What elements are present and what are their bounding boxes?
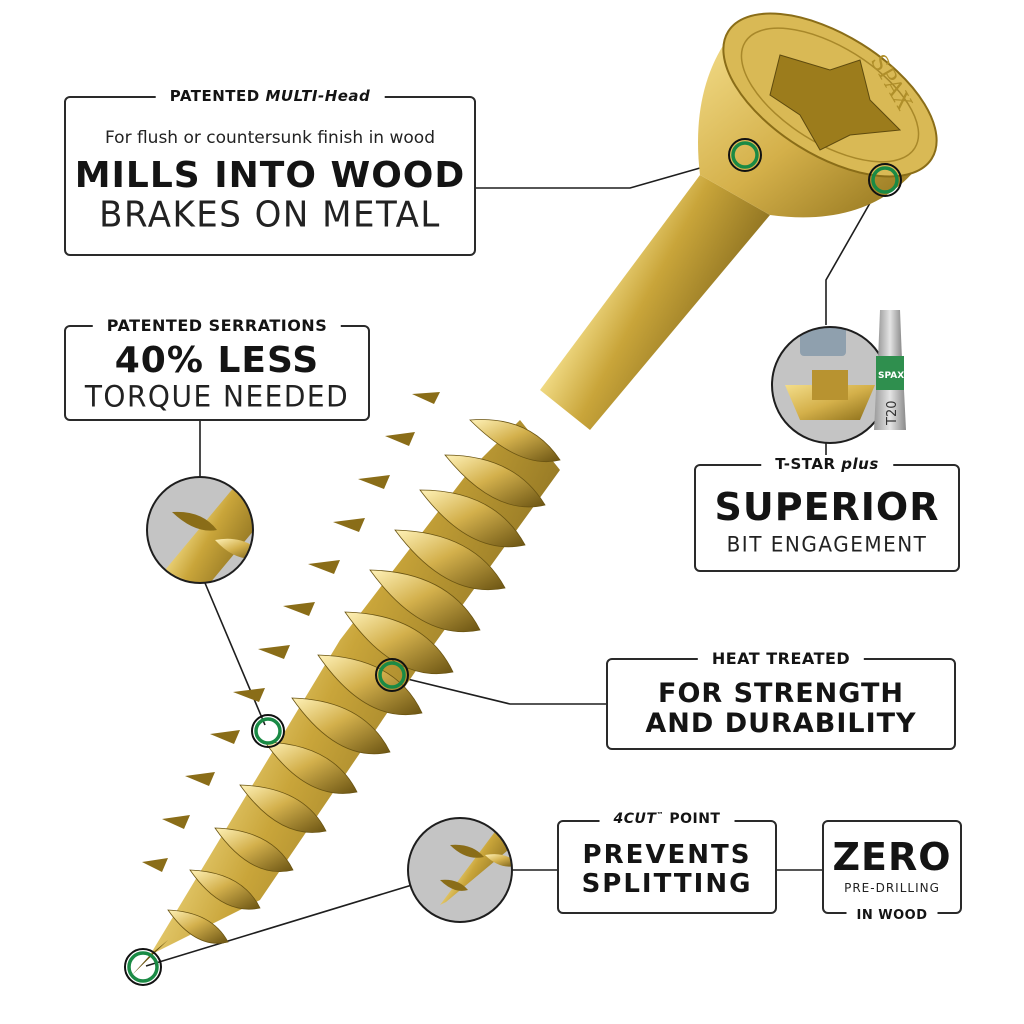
- callout-tag: 4CUT™ POINT: [599, 811, 735, 827]
- callout-secondary: BIT ENGAGEMENT: [726, 531, 928, 557]
- callout-headline: 40% LESS: [114, 340, 320, 381]
- callout-heat-treated: HEAT TREATED FOR STRENGTH AND DURABILITY: [606, 649, 956, 750]
- svg-text:SPAX: SPAX: [878, 371, 904, 381]
- indicator-rings: [124, 138, 902, 986]
- callout-tag: T-STAR plus: [761, 455, 893, 473]
- callout-secondary: TORQUE NEEDED: [84, 379, 350, 414]
- callout-tag: PATENTED SERRATIONS: [92, 316, 342, 335]
- callout-headline: MILLS INTO WOOD: [74, 155, 466, 196]
- callout-secondary: PRE-DRILLING: [844, 880, 940, 896]
- point-inset: [407, 817, 513, 923]
- tag-italic-text: plus: [841, 455, 879, 473]
- callout-headline: ZERO: [832, 835, 952, 879]
- tag-italic-text: MULTI-Head: [265, 87, 371, 105]
- screw-shank: [540, 175, 770, 430]
- bit-inset: SPAX T20: [771, 310, 906, 444]
- callout-bottom-tag: IN WOOD: [846, 908, 938, 923]
- svg-text:T20: T20: [885, 401, 900, 426]
- callout-4cut-point: 4CUT™ POINT PREVENTS SPLITTING: [557, 811, 777, 914]
- tag-text: POINT: [663, 811, 721, 827]
- callout-headline-line2: SPLITTING: [581, 869, 753, 899]
- tag-text: PATENTED: [169, 87, 266, 105]
- tag-text: T-STAR: [775, 455, 842, 473]
- callout-multi-head: PATENTED MULTI-Head For flush or counter…: [64, 87, 476, 256]
- serrations-inset: [146, 476, 254, 584]
- t20-bit: SPAX T20: [874, 310, 906, 430]
- screw-head: SPAX: [698, 12, 938, 218]
- callout-subtitle: For flush or countersunk finish in wood: [105, 128, 435, 148]
- trademark-symbol: ™: [656, 811, 664, 819]
- callout-zero-predrilling: ZERO PRE-DRILLING IN WOOD: [822, 820, 962, 923]
- callout-secondary: BRAKES ON METAL: [99, 194, 441, 236]
- screw-threads: [132, 392, 561, 975]
- callout-headline-line1: FOR STRENGTH: [658, 678, 904, 709]
- callout-headline-line2: AND DURABILITY: [645, 708, 917, 739]
- callout-headline-line1: PREVENTS: [582, 840, 752, 870]
- tag-italic-text: 4CUT: [613, 811, 657, 827]
- callout-tstar: T-STAR plus SUPERIOR BIT ENGAGEMENT: [694, 455, 960, 572]
- callout-tag: HEAT TREATED: [697, 649, 865, 668]
- callout-serrations: PATENTED SERRATIONS 40% LESS TORQUE NEED…: [64, 316, 370, 421]
- callout-tag: PATENTED MULTI-Head: [155, 87, 385, 105]
- callout-headline: SUPERIOR: [714, 485, 940, 529]
